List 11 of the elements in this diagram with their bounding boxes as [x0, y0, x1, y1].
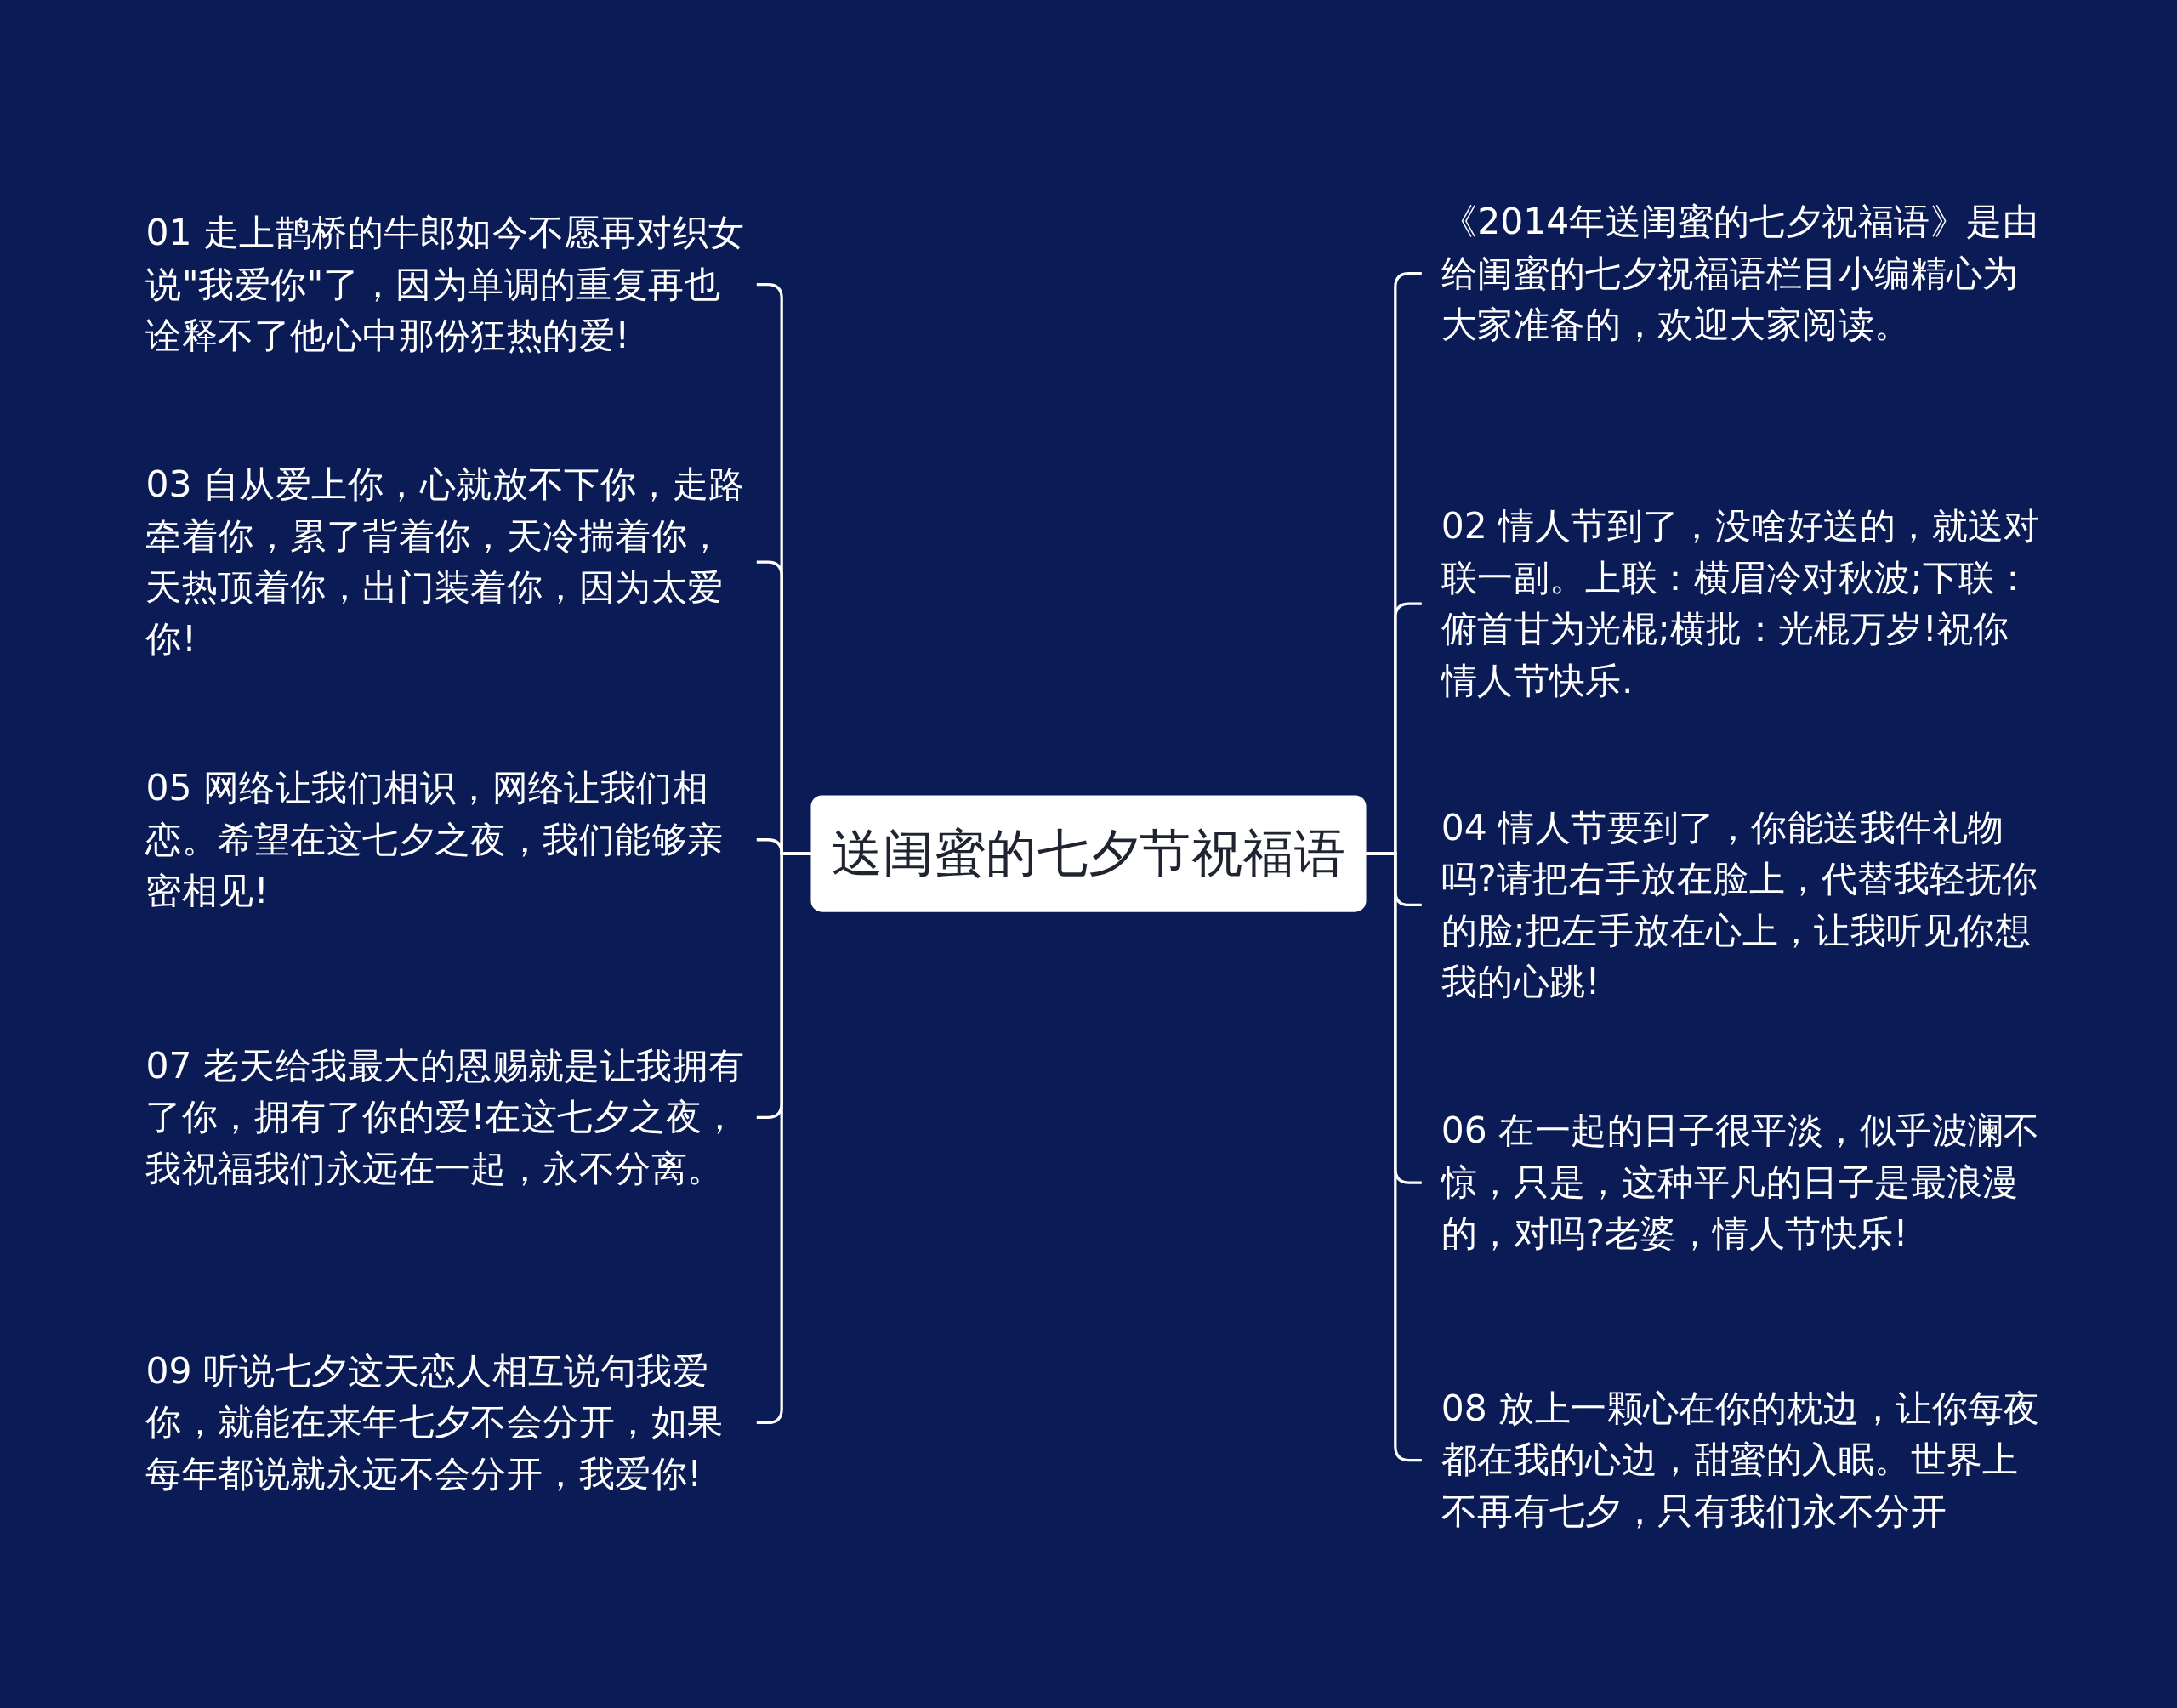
branch-text: 03 自从爱上你，心就放不下你，走路牵着你，累了背着你，天冷揣着你，天热顶着你，出门装着你，因为太爱你!: [145, 459, 746, 666]
branch-text: 05 网络让我们相识，网络让我们相恋。希望在这七夕之夜，我们能够亲密相见!: [145, 763, 746, 917]
topic-box: 送闺蜜的七夕节祝福语: [810, 795, 1367, 912]
branch-text: 09 听说七夕这天恋人相互说句我爱你，就能在来年七夕不会分开，如果每年都说就永远不会分开，我爱你!: [145, 1345, 746, 1501]
branch-text: 02 情人节到了，没啥好送的，就送对联一副。上联：横眉冷对秋波;下联：俯首甘为光棍;横批：光棍万岁!祝你情人节快乐.: [1441, 501, 2041, 706]
branch-text: 06 在一起的日子很平淡，似乎波澜不惊，只是，这种平凡的日子是最浪漫的，对吗?老婆，情人节快乐!: [1441, 1105, 2041, 1260]
branch-text: 01 走上鹊桥的牛郎如今不愿再对织女说"我爱你"了，因为单调的重复再也诠释不了他心中那份狂热的爱!: [145, 207, 746, 362]
branch-text: 08 放上一颗心在你的枕边，让你每夜都在我的心边，甜蜜的入眠。世界上不再有七夕，只有我们永不分开: [1441, 1382, 2041, 1538]
branch-text: 《2014年送闺蜜的七夕祝福语》是由给闺蜜的七夕祝福语栏目小编精心为大家准备的，欢迎大家阅读。: [1441, 196, 2041, 351]
branch-text: 07 老天给我最大的恩赐就是让我拥有了你，拥有了你的爱!在这七夕之夜，我祝福我们永远在一起，永不分离。: [145, 1040, 746, 1194]
branch-text: 04 情人节要到了，你能送我件礼物吗?请把右手放在脸上，代替我轻抚你的脸;把左手放在心上，让我听见你想我的心跳!: [1441, 802, 2041, 1008]
